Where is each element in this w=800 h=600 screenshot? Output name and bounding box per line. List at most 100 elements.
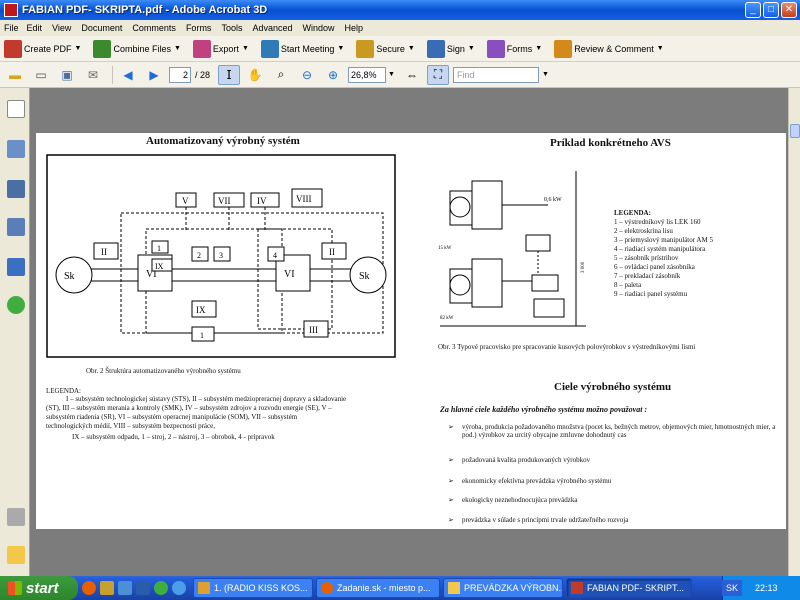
task-zadanie[interactable]: Zadanie.sk - miesto p... <box>316 578 440 598</box>
goal-bullet-2: ➢ <box>448 456 454 464</box>
task-zadanie-label: Zadanie.sk - miesto p... <box>337 583 431 593</box>
export-label: Export <box>212 43 239 54</box>
goal-item-4: ekologicky neznehodnocujúca prevádzka <box>462 496 578 504</box>
menu-help[interactable]: Help <box>344 23 364 33</box>
window-title: FABIAN PDF- SKRIPTA.pdf - Adobe Acrobat … <box>22 4 268 16</box>
create-pdf-label: Create PDF <box>24 43 72 54</box>
model-tree-icon[interactable] <box>7 258 25 276</box>
bookmarks-icon[interactable] <box>7 140 25 158</box>
right-legend-item-6: 6 – ovládací panel zásobníka <box>614 263 695 271</box>
vertical-scrollbar[interactable] <box>788 88 800 576</box>
vii-label: VII <box>218 196 231 206</box>
task-prevadzka[interactable]: PREVÁDZKA VÝROBN... <box>443 578 563 598</box>
forms-button[interactable]: Forms▼ <box>486 39 542 58</box>
menu-view[interactable]: View <box>52 23 72 33</box>
help-icon[interactable] <box>7 296 25 314</box>
signatures-icon[interactable] <box>7 218 25 236</box>
previous-page-icon[interactable]: ◀ <box>123 67 133 82</box>
desktop-icon[interactable] <box>118 581 132 595</box>
language-indicator[interactable]: SK <box>722 580 742 596</box>
menu-tools[interactable]: Tools <box>221 23 243 33</box>
menu-edit[interactable]: Edit <box>26 23 43 33</box>
secure-button[interactable]: Secure▼ <box>356 39 415 58</box>
task-fabian-pdf[interactable]: FABIAN PDF- SKRIPT... <box>566 578 692 598</box>
viii-label: VIII <box>296 194 312 204</box>
attachments-icon[interactable] <box>7 508 25 526</box>
task-fabian-label: FABIAN PDF- SKRIPT... <box>587 583 685 593</box>
save-icon[interactable]: ▣ <box>61 67 73 82</box>
zoom-level-input[interactable]: 26,8% <box>348 66 387 83</box>
right-legend-item-3: 3 – priemyslový manipulátor AM 5 <box>614 236 713 244</box>
pages-icon[interactable] <box>7 100 25 118</box>
combine-files-icon <box>93 39 112 58</box>
goal-item-2: požadovaná kvalita produkovaných výrobko… <box>462 456 591 464</box>
menu-advanced[interactable]: Advanced <box>252 23 293 33</box>
clock[interactable]: 22:13 <box>755 583 778 593</box>
comments-icon[interactable] <box>7 546 25 564</box>
menu-document[interactable]: Document <box>81 23 123 33</box>
box-2-label: 2 <box>197 251 201 260</box>
ii-left-label: II <box>101 247 107 257</box>
navigation-panel <box>0 88 30 576</box>
right-legend-item-1: 1 – výstredníkový lis LEK 160 <box>614 218 701 226</box>
fit-width-icon[interactable]: ⇔ <box>405 67 418 82</box>
start-label: start <box>26 579 59 597</box>
page-number-input[interactable]: 2 <box>169 66 191 83</box>
sign-button[interactable]: Sign▼ <box>426 39 475 58</box>
review-comment-button[interactable]: Review & Comment▼ <box>554 39 664 58</box>
acrobat-app-icon[interactable] <box>4 3 18 17</box>
task-radio[interactable]: 1. (RADIO KISS KOS... <box>193 578 313 598</box>
right-legend-item-8: 8 – paleta <box>614 281 642 289</box>
find-input[interactable]: Find <box>452 66 539 83</box>
avs-structure-diagram: Sk Sk II II VI VI V VII IV VIII 1 IX 2 3… <box>46 154 396 358</box>
start-meeting-button[interactable]: Start Meeting▼ <box>260 39 344 58</box>
minimize-button[interactable]: _ <box>745 2 761 18</box>
media-icon[interactable] <box>100 581 114 595</box>
page-total: / 28 <box>195 69 211 80</box>
review-comment-label: Review & Comment <box>574 43 654 54</box>
power-label-1: 0,6 kW <box>544 197 562 203</box>
firefox-icon[interactable] <box>82 581 96 595</box>
word-icon[interactable] <box>136 581 150 595</box>
zoom-out-icon[interactable]: ⊖ <box>301 67 313 82</box>
export-button[interactable]: Export▼ <box>192 39 249 58</box>
review-icon <box>554 39 573 58</box>
windows-logo-icon <box>8 581 22 595</box>
close-button[interactable]: ✕ <box>781 2 797 18</box>
zoom-tool-icon[interactable]: ⌕ <box>277 67 285 81</box>
vi-right-label: VI <box>284 269 295 280</box>
hand-tool-icon[interactable]: ✋ <box>247 67 263 82</box>
maximize-button[interactable]: □ <box>763 2 779 18</box>
fit-page-icon[interactable]: ⛶ <box>426 64 449 85</box>
menu-file[interactable]: File <box>4 23 19 33</box>
legend-line-4: technologických médií, VIII – subsystém … <box>46 422 215 430</box>
layers-icon[interactable] <box>7 180 25 198</box>
goal-bullet-4: ➢ <box>448 496 454 504</box>
combine-files-button[interactable]: Combine Files▼ <box>93 39 181 58</box>
forms-label: Forms <box>506 43 533 54</box>
box-3-label: 3 <box>219 251 223 260</box>
print-icon[interactable]: ▭ <box>35 67 47 82</box>
right-legend-item-2: 2 – elektroskrina lisu <box>614 227 673 235</box>
title-bar: FABIAN PDF- SKRIPTA.pdf - Adobe Acrobat … <box>0 0 800 20</box>
box-1-bottom-label: 1 <box>200 331 204 340</box>
ie-icon[interactable] <box>172 581 186 595</box>
create-pdf-button[interactable]: Create PDF▼ <box>4 39 81 58</box>
next-page-icon[interactable]: ▶ <box>149 67 159 82</box>
task-radio-label: 1. (RADIO KISS KOS... <box>214 583 308 593</box>
task-toolbar: Create PDF▼ Combine Files▼ Export▼ Start… <box>0 36 800 62</box>
start-button[interactable]: start <box>0 576 78 600</box>
menu-window[interactable]: Window <box>302 23 335 33</box>
menu-comments[interactable]: Comments <box>132 23 176 33</box>
explorer-icon[interactable] <box>154 581 168 595</box>
open-folder-icon[interactable]: ▬ <box>9 67 21 82</box>
legend-line-5: IX – subsystém odpadu, 1 – stroj, 2 – ná… <box>72 433 275 441</box>
menu-forms[interactable]: Forms <box>185 23 212 33</box>
secure-label: Secure <box>376 43 405 54</box>
zoom-in-icon[interactable]: ⊕ <box>327 67 339 82</box>
email-icon[interactable]: ✉ <box>87 67 99 82</box>
figure-3-caption: Obr. 3 Typové pracovisko pre spracovanie… <box>438 343 696 351</box>
iii-label: III <box>309 325 318 335</box>
legend-line-2: (ST), III – subsystém merania a kontroly… <box>46 404 332 412</box>
select-tool-icon[interactable]: 𝖨 <box>218 64 241 85</box>
